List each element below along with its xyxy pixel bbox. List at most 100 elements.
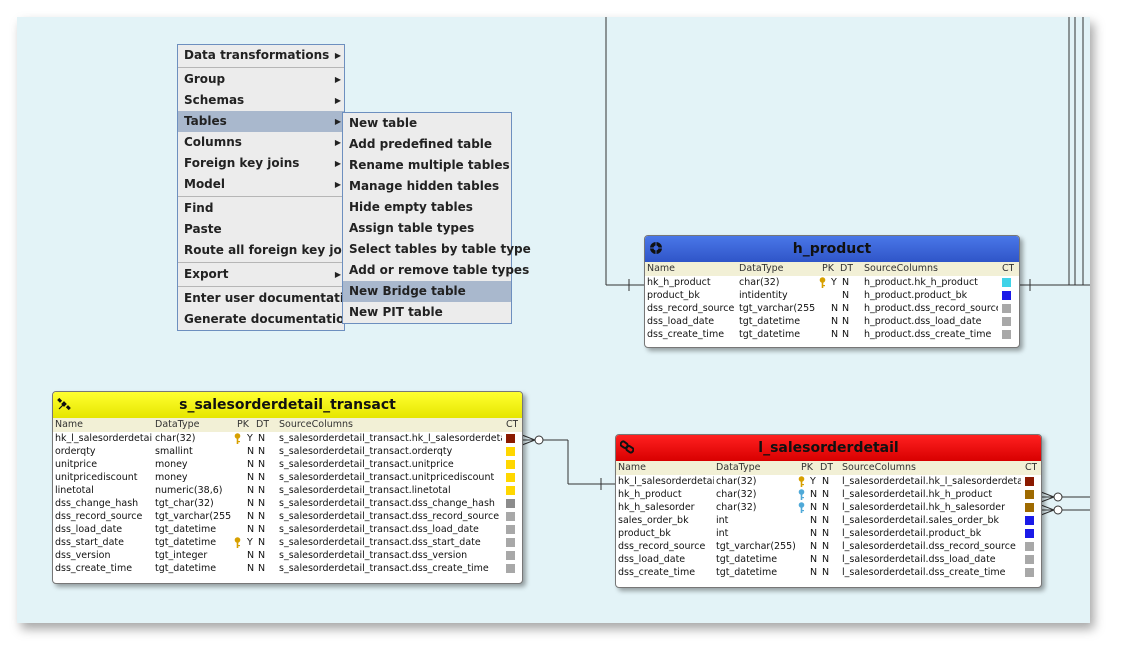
- table-title-bar[interactable]: l_salesorderdetail: [616, 435, 1041, 461]
- menu-item-paste[interactable]: Paste: [178, 219, 344, 240]
- column-type-swatch: [506, 551, 515, 560]
- submenu-item-assign-table-types[interactable]: Assign table types: [349, 221, 475, 235]
- menu-item-group[interactable]: Group▶: [178, 69, 344, 90]
- chevron-right-icon: ▶: [334, 117, 341, 126]
- submenu-item-rename-multiple-tables[interactable]: Rename multiple tables: [349, 158, 510, 172]
- menu-item-foreign-key-joins[interactable]: Foreign key joins ▶: [178, 153, 344, 174]
- column-name-cell: sales_order_bk: [618, 515, 689, 526]
- menu-item-export[interactable]: Export▶: [178, 264, 344, 285]
- menu-item-enter-user-documentation[interactable]: Enter user documentation: [178, 288, 361, 309]
- dt-cell: N: [258, 524, 266, 535]
- data-type-cell: char(32): [739, 277, 780, 288]
- submenu-item-hide-empty-tables[interactable]: Hide empty tables: [349, 200, 473, 214]
- column-type-swatch: [506, 460, 515, 469]
- pk-cell: N: [247, 498, 255, 509]
- dt-cell: N: [822, 541, 830, 552]
- submenu-item-add-predefined-table[interactable]: Add predefined table: [349, 137, 493, 151]
- column-header-dt: DT: [820, 462, 834, 473]
- submenu-item-add-or-remove-table-types[interactable]: Add or remove table types: [349, 263, 530, 277]
- menu-item-generate-documentation[interactable]: Generate documentation: [178, 309, 353, 330]
- column-header-datatype: DataType: [716, 462, 761, 473]
- column-header-ct: CT: [506, 419, 519, 430]
- submenu-item-new-bridge-table[interactable]: New Bridge table: [343, 281, 511, 302]
- connector-line: [1040, 509, 1055, 516]
- menu-item-label: Data transformations: [184, 48, 330, 62]
- data-type-cell: intidentity: [739, 290, 788, 301]
- column-type-swatch: [1002, 291, 1011, 300]
- column-name-cell: dss_load_date: [55, 524, 123, 535]
- pk-cell: N: [247, 511, 255, 522]
- menu-item-columns[interactable]: Columns▶: [178, 132, 344, 153]
- source-column-cell: l_salesorderdetail.dss_record_source: [842, 541, 1016, 552]
- column-type-swatch: [506, 499, 515, 508]
- data-type-cell: tgt_varchar(255): [155, 511, 231, 522]
- table-title-bar[interactable]: h_product: [645, 236, 1019, 262]
- pk-cell: N: [247, 563, 255, 574]
- column-type-swatch: [506, 473, 515, 482]
- dt-cell: N: [842, 290, 850, 301]
- menu-separator: [178, 196, 344, 197]
- column-name-cell: dss_create_time: [55, 563, 133, 574]
- chevron-right-icon: ▶: [334, 51, 341, 60]
- column-type-swatch: [506, 447, 515, 456]
- column-header-name: Name: [55, 419, 84, 430]
- context-menu: Data transformations ▶ Group▶Schemas▶Table…: [177, 44, 361, 331]
- chevron-right-icon: ▶: [334, 159, 341, 168]
- submenu-item-new-pit-table[interactable]: New PIT table: [349, 305, 443, 319]
- table-title-bar[interactable]: s_salesorderdetail_transact: [53, 392, 522, 418]
- dt-cell: N: [258, 563, 266, 574]
- dt-cell: N: [258, 537, 266, 548]
- pk-cell: N: [247, 524, 255, 535]
- source-column-cell: s_salesorderdetail_transact.dss_change_h…: [279, 498, 495, 509]
- submenu-item-select-tables-by-table-type[interactable]: Select tables by table type: [349, 242, 531, 256]
- column-type-swatch: [506, 538, 515, 547]
- data-type-cell: tgt_char(32): [155, 498, 214, 509]
- chevron-right-icon: ▶: [334, 96, 341, 105]
- column-type-swatch: [1025, 529, 1034, 538]
- menu-item-label: Foreign key joins: [184, 156, 300, 170]
- submenu-item-manage-hidden-tables[interactable]: Manage hidden tables: [349, 179, 500, 193]
- menu-item-schemas[interactable]: Schemas▶: [178, 90, 344, 111]
- submenu-item-new-table[interactable]: New table: [349, 116, 418, 130]
- dt-cell: N: [258, 550, 266, 561]
- data-type-cell: char(32): [716, 489, 757, 500]
- source-column-cell: l_salesorderdetail.product_bk: [842, 528, 982, 539]
- menu-item-data-transformations[interactable]: Data transformations ▶: [178, 45, 344, 66]
- menu-item-tables[interactable]: Tables▶: [178, 111, 344, 132]
- column-name-cell: dss_record_source: [618, 541, 706, 552]
- menu-item-route-all-foreign-key-joins[interactable]: Route all foreign key joins: [178, 240, 361, 261]
- foreign-key-icon: [797, 489, 806, 505]
- menu-item-find[interactable]: Find: [178, 198, 344, 219]
- data-type-cell: smallint: [155, 446, 193, 457]
- pk-cell: Y: [247, 537, 253, 548]
- menu-item-model[interactable]: Model▶: [178, 174, 344, 195]
